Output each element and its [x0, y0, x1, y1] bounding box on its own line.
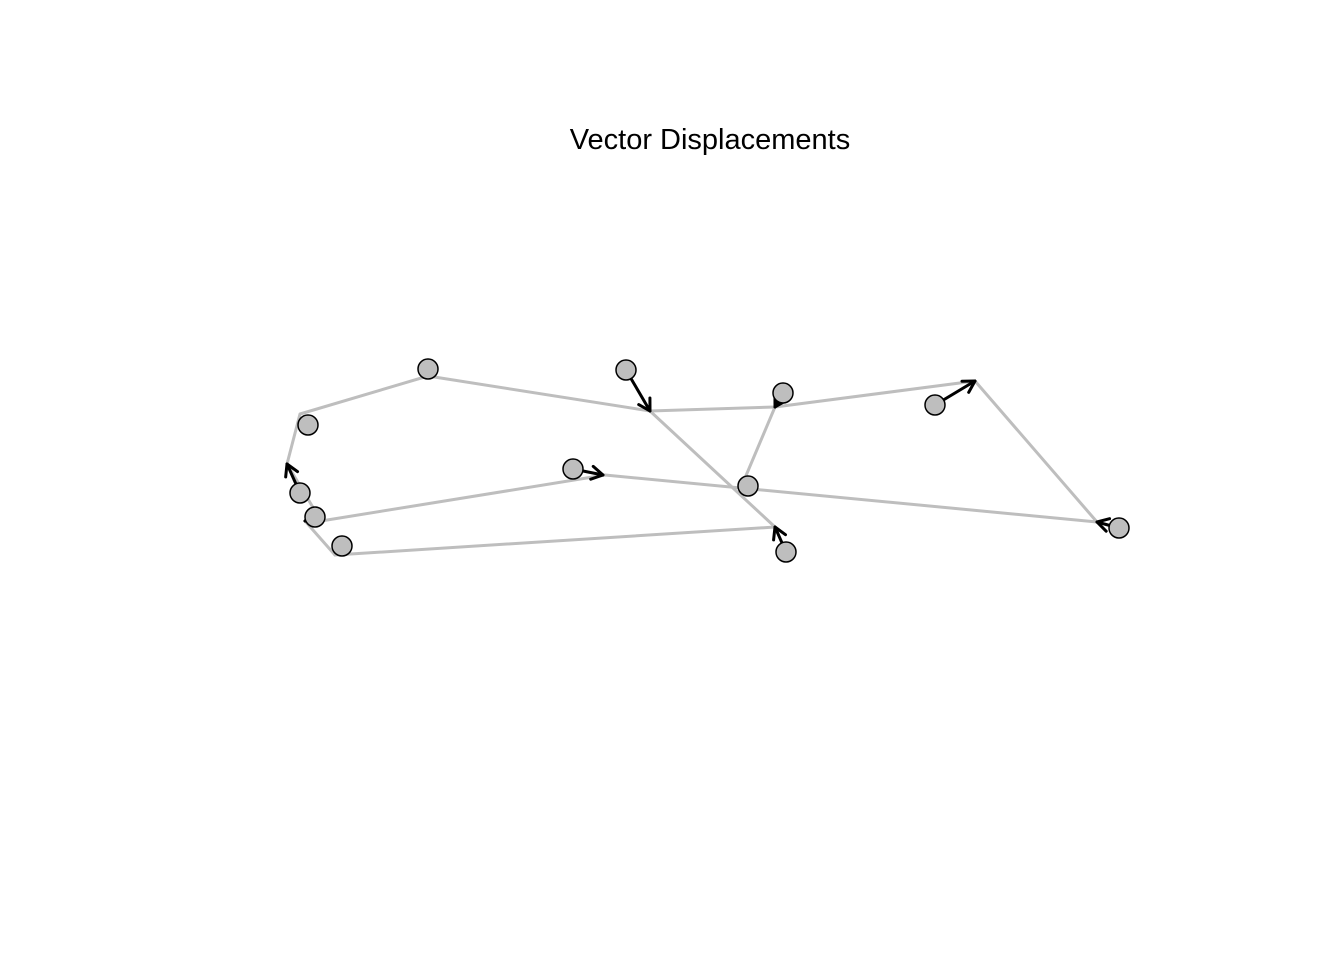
- reference-outline: [285, 374, 1099, 524]
- reference-link-2: [743, 405, 777, 480]
- landmark-point-12: [775, 541, 797, 563]
- arrow-head: [1095, 517, 1112, 533]
- landmark-point-11: [1108, 517, 1130, 539]
- chart-title: Vector Displacements: [570, 124, 850, 156]
- landmark-point-9: [737, 475, 759, 497]
- arrow-head: [772, 525, 787, 542]
- reference-link-1: [648, 409, 777, 529]
- arrow-head: [589, 464, 605, 481]
- reference-link-3: [333, 525, 777, 557]
- landmark-point-1: [417, 358, 439, 380]
- landmark-point-4: [304, 506, 326, 528]
- reference-links: [285, 374, 1099, 557]
- arrow-head: [284, 462, 300, 479]
- landmark-point-8: [772, 382, 794, 404]
- landmark-points: [289, 358, 1130, 563]
- landmark-point-3: [289, 482, 311, 504]
- landmark-point-7: [615, 359, 637, 381]
- landmark-point-6: [562, 458, 584, 480]
- landmark-point-10: [924, 394, 946, 416]
- arrow-head: [637, 396, 652, 413]
- landmark-point-5: [331, 535, 353, 557]
- landmark-point-2: [297, 414, 319, 436]
- reference-link-4: [303, 519, 337, 557]
- arrow-head: [960, 379, 977, 394]
